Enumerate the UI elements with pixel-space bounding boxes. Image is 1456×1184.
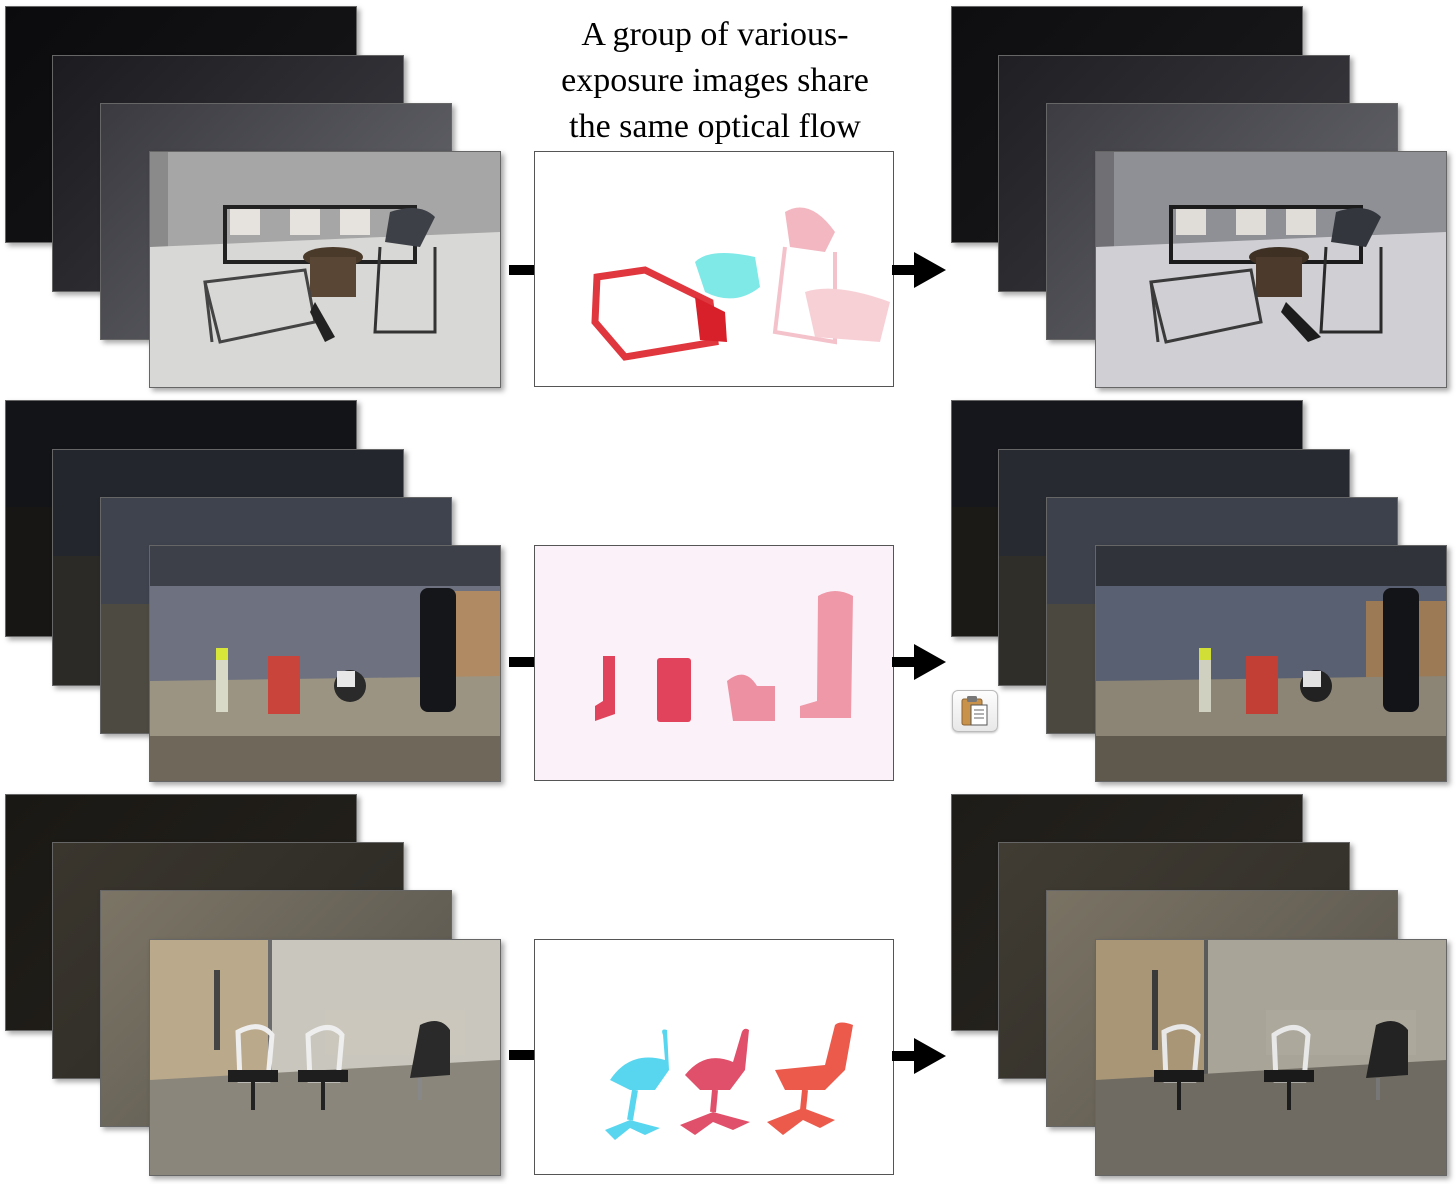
row3-input-exposure-4 <box>149 939 501 1176</box>
row1-optical-flow <box>534 151 894 387</box>
row3-output-exposure-4 <box>1095 939 1447 1176</box>
clipboard-icon <box>961 696 988 726</box>
figure-caption: A group of various- exposure images shar… <box>530 12 900 150</box>
row1-connector <box>509 265 534 275</box>
row1-output-exposure-4 <box>1095 151 1447 388</box>
row3-output-arrow <box>892 1038 946 1074</box>
row3-optical-flow <box>534 939 894 1175</box>
caption-line-1: A group of various- <box>581 16 849 53</box>
caption-line-3: the same optical flow <box>569 108 861 145</box>
row2-output-exposure-4 <box>1095 545 1447 782</box>
row2-input-exposure-4 <box>149 545 501 782</box>
row1-input-exposure-4 <box>149 151 501 388</box>
row2-connector <box>509 657 534 667</box>
row1-output-arrow <box>892 252 946 288</box>
row2-output-arrow <box>892 644 946 680</box>
row2-optical-flow <box>534 545 894 781</box>
caption-line-2: exposure images share <box>561 62 869 99</box>
row3-connector <box>509 1050 534 1060</box>
paste-options-button[interactable] <box>952 690 998 732</box>
